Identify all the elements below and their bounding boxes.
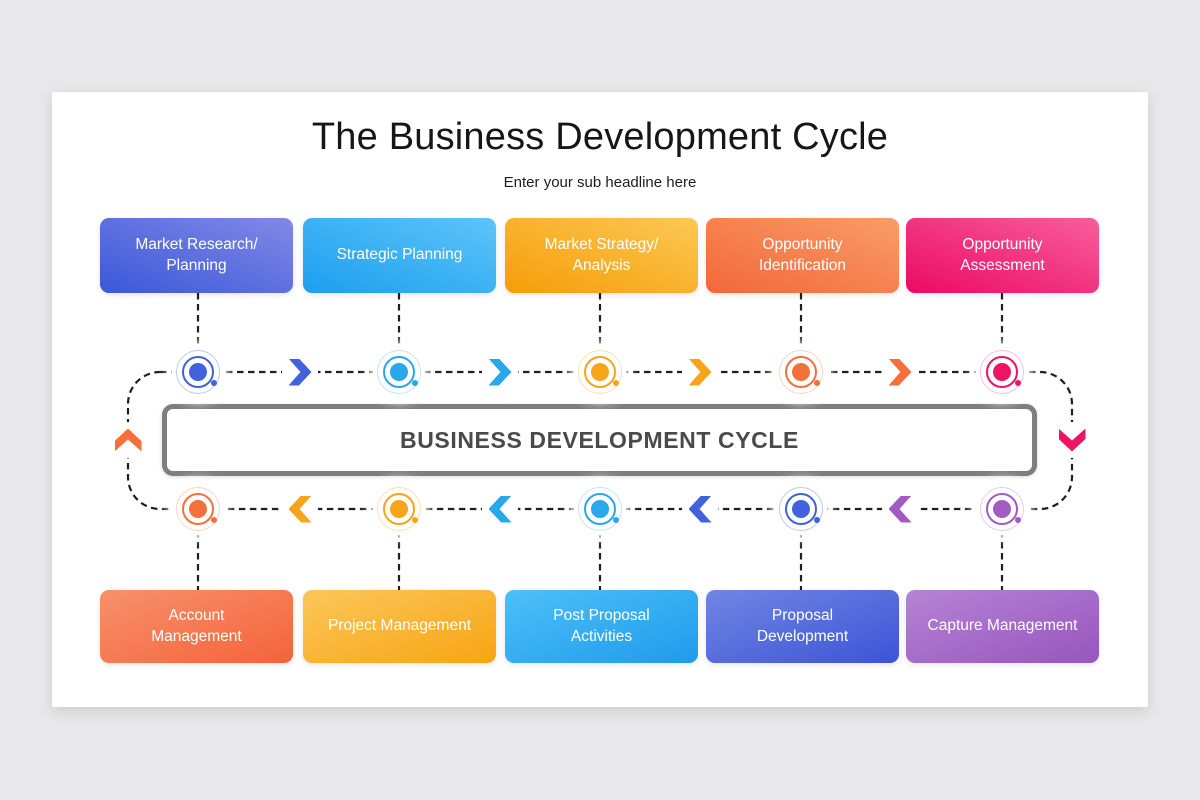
stage-box-opportunity-assessment: Opportunity Assessment [906, 218, 1099, 293]
node-satellite-dot [1015, 517, 1021, 523]
node-inner-ring [182, 356, 214, 388]
stage-box-market-strategy-analysis: Market Strategy/ Analysis [505, 218, 698, 293]
node-satellite-dot [814, 380, 820, 386]
cycle-dashed-lines [126, 293, 1074, 590]
stage-label: Project Management [327, 617, 472, 635]
node-outer-ring [779, 350, 823, 394]
cycle-node-account-management [176, 487, 220, 531]
cycle-center-label: BUSINESS DEVELOPMENT CYCLE [400, 426, 799, 453]
node-inner-ring [584, 356, 616, 388]
chevron-right-icon [282, 354, 318, 390]
stage-box-project-management: Project Management [303, 590, 496, 663]
chevron-shape [888, 358, 912, 386]
stage-label: Opportunity Assessment [960, 235, 1045, 274]
node-satellite-dot [613, 517, 619, 523]
stage-box-market-research-planning: Market Research/ Planning [100, 218, 293, 293]
node-satellite-dot [211, 380, 217, 386]
chevron-left-icon [882, 491, 918, 527]
node-inner-ring [986, 493, 1018, 525]
node-satellite-dot [1015, 380, 1021, 386]
cycle-node-strategic-planning [377, 350, 421, 394]
cycle-node-market-research [176, 350, 220, 394]
stage-label: Market Research/ Planning [135, 235, 258, 274]
node-dot [189, 500, 207, 518]
stage-box-post-proposal-activities: Post Proposal Activities [505, 590, 698, 663]
cycle-node-opportunity-identification [779, 350, 823, 394]
node-inner-ring [383, 356, 415, 388]
node-outer-ring [779, 487, 823, 531]
node-dot [390, 500, 408, 518]
node-dot [993, 500, 1011, 518]
chevron-shape [288, 358, 312, 386]
node-outer-ring [377, 350, 421, 394]
chevron-down-icon [1054, 422, 1090, 458]
node-outer-ring [176, 350, 220, 394]
chevron-shape [888, 495, 912, 523]
stage-box-account-management: Account Management [100, 590, 293, 663]
chevron-shape [488, 358, 512, 386]
node-inner-ring [785, 356, 817, 388]
chevron-right-icon [882, 354, 918, 390]
node-satellite-dot [814, 517, 820, 523]
stage-box-opportunity-identification: Opportunity Identification [706, 218, 899, 293]
node-satellite-dot [412, 517, 418, 523]
chevron-right-icon [682, 354, 718, 390]
page-subtitle: Enter your sub headline here [503, 174, 697, 191]
chevron-shape [1058, 428, 1086, 452]
chevron-up-icon [110, 422, 146, 458]
chevron-shape [488, 495, 512, 523]
cycle-node-post-proposal [578, 487, 622, 531]
node-dot [189, 363, 207, 381]
cycle-node-capture-management [980, 487, 1024, 531]
node-outer-ring [980, 350, 1024, 394]
cycle-node-opportunity-assessment [980, 350, 1024, 394]
node-outer-ring [578, 487, 622, 531]
cycle-node-project-management [377, 487, 421, 531]
node-dot [591, 500, 609, 518]
chevron-shape [114, 428, 142, 452]
cycle-node-proposal-development [779, 487, 823, 531]
cycle-node-market-strategy [578, 350, 622, 394]
node-inner-ring [584, 493, 616, 525]
chevron-right-icon [482, 354, 518, 390]
node-satellite-dot [412, 380, 418, 386]
node-outer-ring [176, 487, 220, 531]
node-dot [390, 363, 408, 381]
slide-canvas: The Business Development Cycle Enter you… [52, 92, 1148, 707]
stage-label: Account Management [151, 606, 242, 645]
stage-label: Capture Management [927, 617, 1078, 635]
stage-box-proposal-development: Proposal Development [706, 590, 899, 663]
stage-box-strategic-planning: Strategic Planning [303, 218, 496, 293]
stage-label: Opportunity Identification [758, 235, 847, 274]
node-inner-ring [182, 493, 214, 525]
node-inner-ring [785, 493, 817, 525]
stage-label: Strategic Planning [336, 246, 463, 264]
chevron-shape [688, 358, 712, 386]
chevron-shape [288, 495, 312, 523]
node-satellite-dot [211, 517, 217, 523]
stage-box-capture-management: Capture Management [906, 590, 1099, 663]
stage-label: Proposal Development [756, 606, 849, 645]
cycle-center-box: BUSINESS DEVELOPMENT CYCLE [162, 404, 1037, 476]
node-inner-ring [383, 493, 415, 525]
chevron-left-icon [282, 491, 318, 527]
stage-label: Post Proposal Activities [553, 606, 650, 645]
node-outer-ring [578, 350, 622, 394]
chevron-shape [688, 495, 712, 523]
node-outer-ring [377, 487, 421, 531]
node-dot [591, 363, 609, 381]
node-outer-ring [980, 487, 1024, 531]
node-dot [792, 363, 810, 381]
chevron-left-icon [482, 491, 518, 527]
node-satellite-dot [613, 380, 619, 386]
chevron-left-icon [682, 491, 718, 527]
page-title: The Business Development Cycle [311, 116, 889, 158]
stage-label: Market Strategy/ Analysis [544, 235, 659, 274]
node-dot [792, 500, 810, 518]
node-dot [993, 363, 1011, 381]
node-inner-ring [986, 356, 1018, 388]
